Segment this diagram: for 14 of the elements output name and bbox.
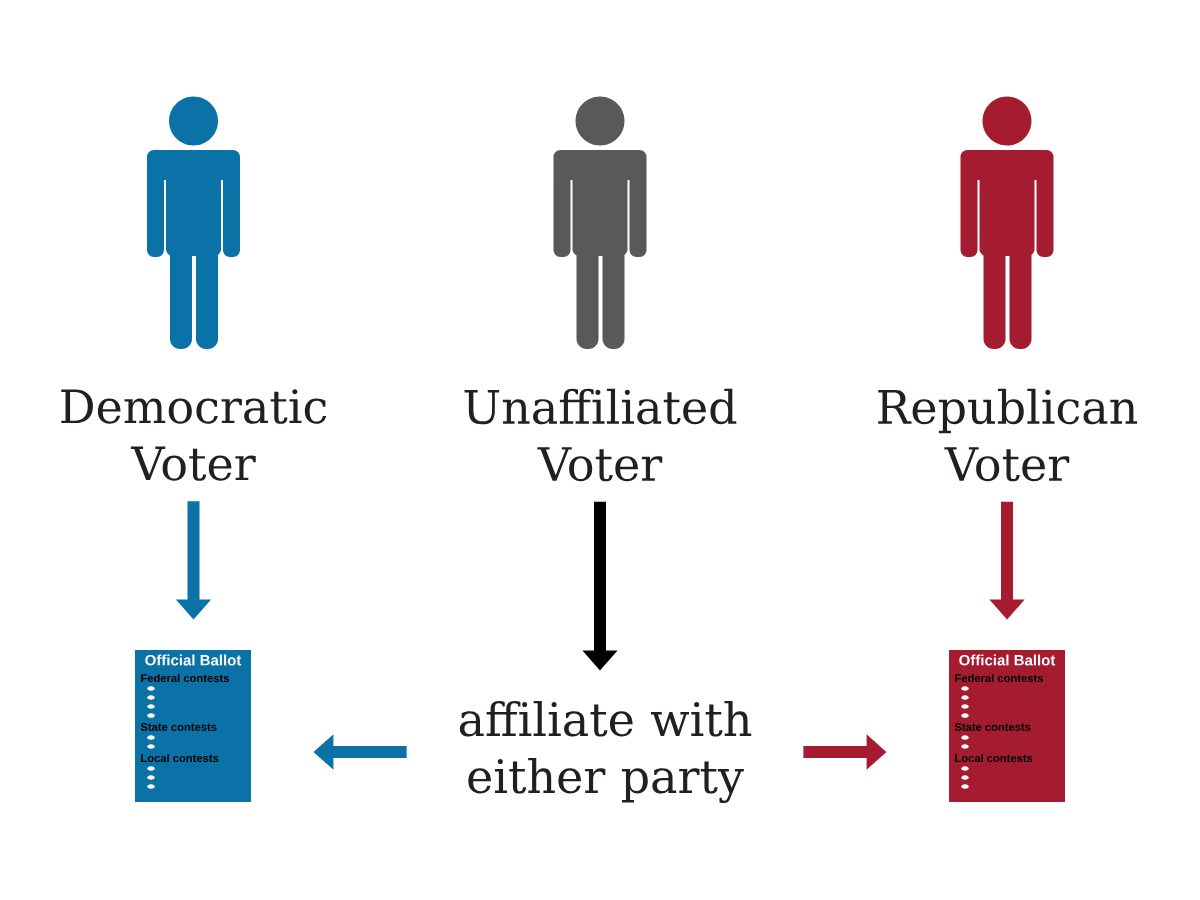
ballot-title: Official Ballot [959,654,1056,666]
ballot [949,650,1065,802]
voter-label: Democratic Voter [61,389,327,481]
section-heading: Federal contests [141,673,229,683]
ballot-title: Official Ballot [145,654,242,666]
section-heading: State contests [954,723,1031,731]
voter-label: Unaffiliated Voter [464,388,737,482]
section-heading: State contests [140,723,217,731]
instruction-text: affiliate with either party [459,700,752,804]
section-heading: Local contests [141,753,219,763]
ballot [135,650,251,802]
section-heading: Local contests [955,753,1033,763]
voter-label: Republican Voter [878,388,1138,482]
section-heading: Federal contests [955,673,1043,683]
